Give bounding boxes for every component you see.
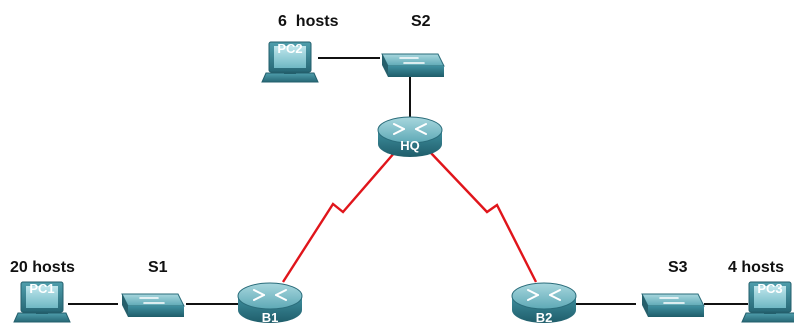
pc3-label: PC3 — [757, 281, 782, 296]
router-b1[interactable]: B1 — [237, 282, 303, 325]
hq-label: HQ — [400, 138, 420, 153]
b2-label: B2 — [536, 310, 553, 325]
pc-pc1[interactable]: PC1 — [13, 281, 71, 323]
pc-pc2[interactable]: PC2 — [261, 41, 319, 83]
link-hq-b1-serial — [281, 151, 396, 283]
switch-s2[interactable] — [381, 53, 445, 78]
switch-s3[interactable] — [641, 293, 705, 318]
b1-label: B1 — [262, 310, 279, 325]
serial-links — [281, 151, 538, 283]
pc2-hosts-label: 6 hosts — [278, 13, 339, 30]
pc-pc3[interactable]: PC3 — [741, 281, 794, 323]
s1-label: S1 — [148, 259, 168, 276]
pc2-label: PC2 — [277, 41, 302, 56]
pc3-hosts-label: 4 hosts — [728, 259, 784, 276]
switch-s1[interactable] — [121, 293, 185, 318]
pc1-label: PC1 — [29, 281, 54, 296]
s3-label: S3 — [668, 259, 688, 276]
link-hq-b2-serial — [429, 151, 538, 283]
router-b2[interactable]: B2 — [511, 282, 577, 325]
ethernet-links — [68, 57, 748, 305]
router-hq[interactable]: HQ — [377, 116, 443, 158]
s2-label: S2 — [411, 13, 431, 30]
pc1-hosts-label: 20 hosts — [10, 259, 75, 276]
